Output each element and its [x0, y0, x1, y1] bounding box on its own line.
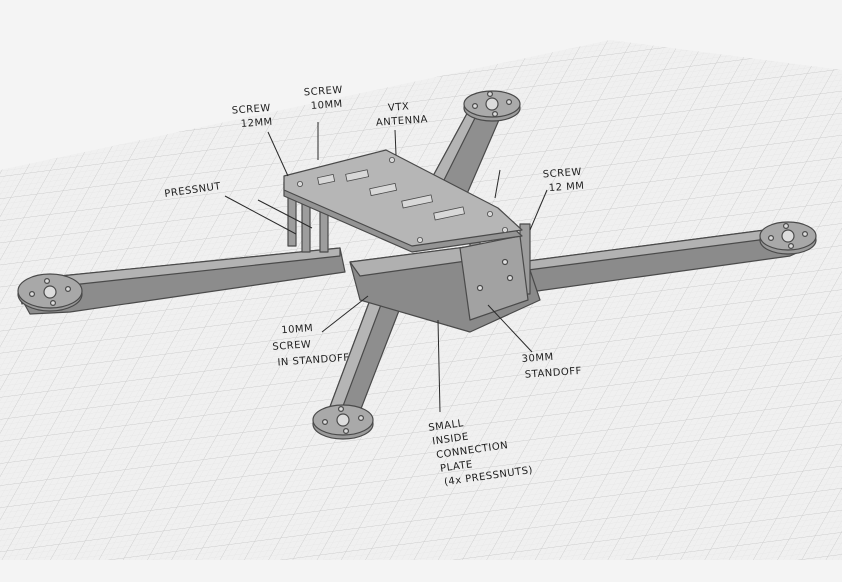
label-screw-12mm-left: SCREW 12MM — [231, 103, 275, 131]
label-screw-10mm: SCREW 10MM — [303, 85, 347, 113]
arm-front-left — [17, 247, 346, 315]
drone-frame — [17, 90, 817, 440]
label-standoff-30mm: 30MM STANDOFF — [521, 350, 582, 381]
leader-lines — [224, 122, 548, 413]
label-screw-in-standoff: 10MM SCREW IN STANDOFF — [271, 321, 350, 369]
label-vtx-antenna: VTX ANTENNA — [375, 100, 429, 129]
arm-rear-right — [519, 221, 817, 293]
label-screw-12mm-right: SCREW 12 MM — [542, 167, 586, 195]
side-plate — [459, 235, 529, 321]
annotation-labels: SCREW 12MM SCREW 10MM VTX ANTENNA PRESSN… — [164, 85, 586, 488]
top-plate — [283, 149, 523, 253]
